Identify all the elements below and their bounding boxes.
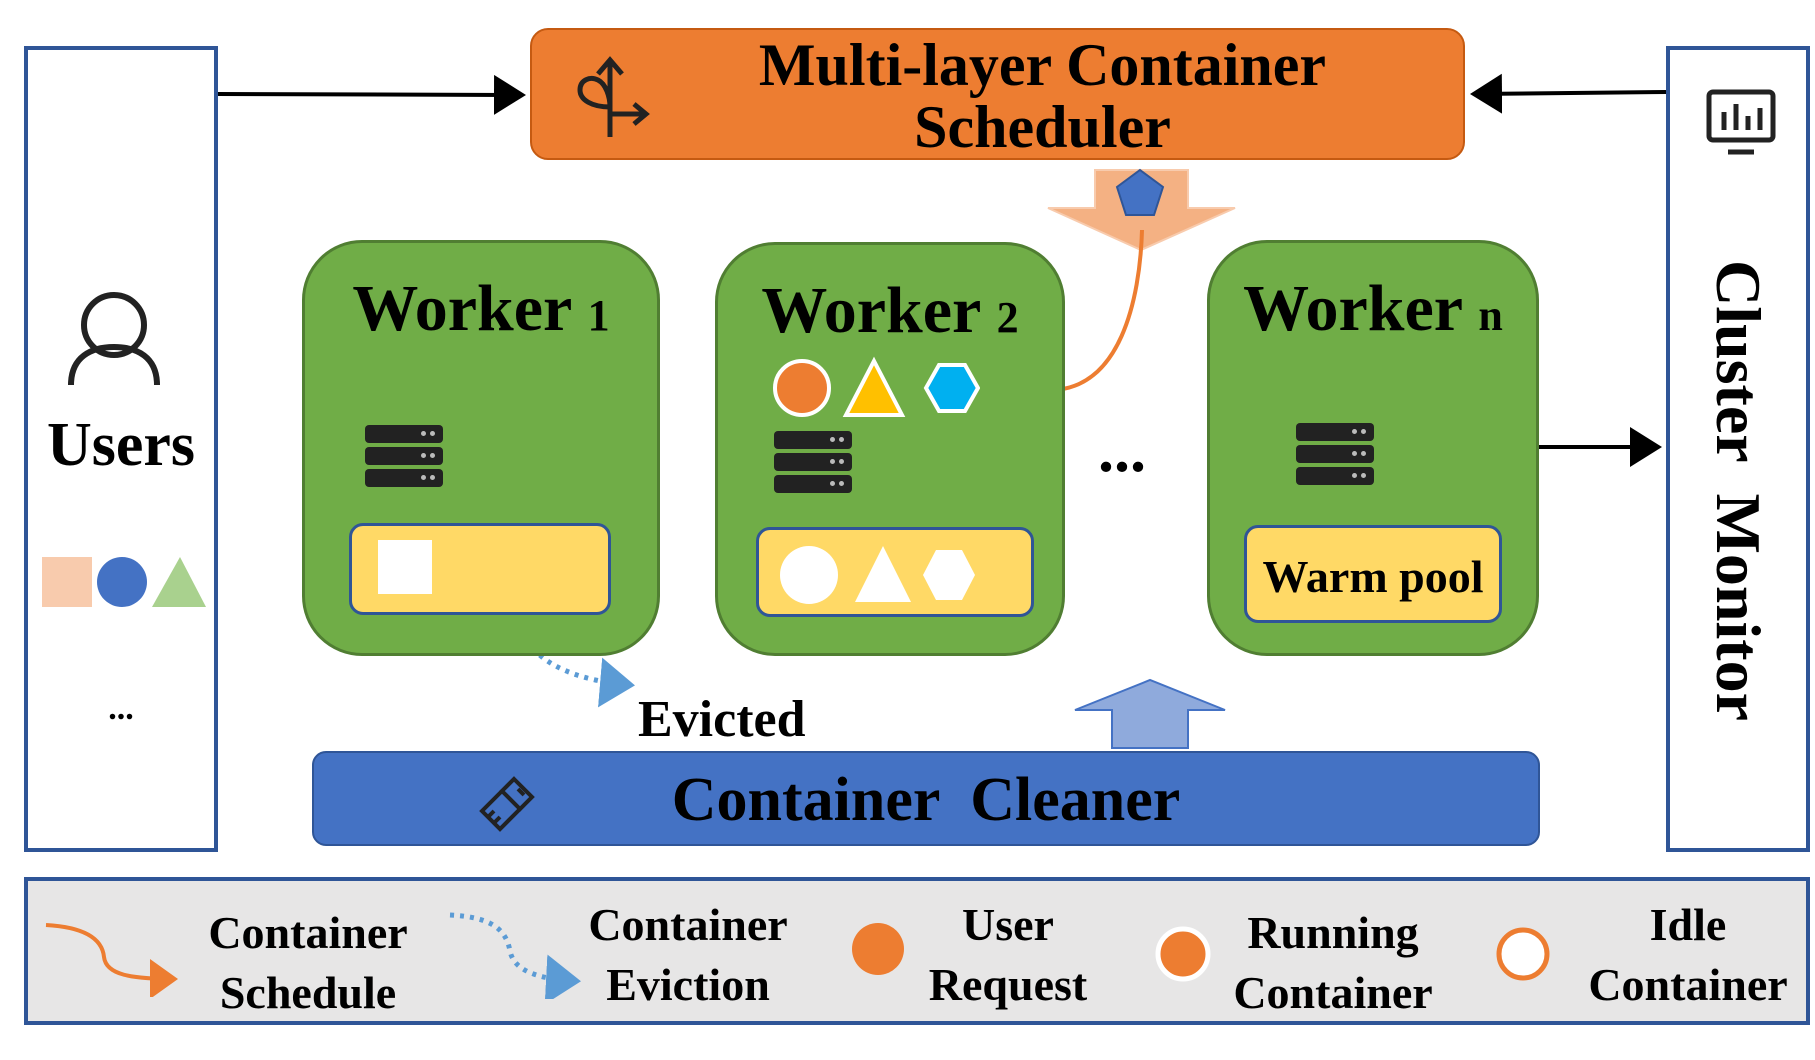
container-scheduler: Multi-layer Container Scheduler	[530, 28, 1465, 160]
legend-schedule-label: Container Schedule	[208, 907, 408, 1018]
worker-n-name: Worker	[1243, 272, 1462, 345]
worker-2-title: Worker 2	[718, 273, 1062, 349]
circle-request	[97, 557, 147, 607]
evicted-label: Evicted	[638, 691, 806, 748]
legend-idle-circle	[1496, 927, 1550, 981]
cleaner-title: Container Cleaner	[671, 766, 1181, 834]
legend-schedule-curve	[45, 923, 178, 997]
legend-running-circle	[1155, 926, 1211, 982]
users-label: Users	[46, 411, 196, 479]
worker-1-index: 1	[587, 291, 610, 340]
worker-n-title: Worker n	[1210, 271, 1536, 347]
legend-running-label: Running Container	[1233, 907, 1433, 1018]
monitor-to-scheduler-arrow	[1470, 73, 1667, 114]
broom-icon	[479, 776, 535, 832]
container-cleaner: Container Cleaner	[312, 751, 1540, 846]
worker-2-name: Worker	[761, 274, 981, 347]
legend: Container Schedule Container Eviction Us…	[24, 877, 1810, 1025]
idle-circle	[780, 546, 838, 604]
worker-1-name: Worker	[352, 272, 572, 345]
scheduler-title: Multi-layer Container Scheduler	[642, 34, 1443, 158]
warm-pool: Warm pool	[1244, 525, 1502, 623]
split-arrows-icon	[577, 56, 650, 137]
users-more-dots: ...	[108, 690, 134, 727]
running-containers	[773, 356, 980, 417]
worker-n: Worker n Warm pool	[1207, 240, 1539, 656]
evicted-container	[378, 540, 432, 594]
more-workers-dots: ...	[1098, 414, 1146, 485]
worker-1-pool	[349, 523, 611, 615]
scheduler-title-line1: Multi-layer Container	[758, 32, 1327, 98]
running-hexagon	[923, 363, 980, 413]
worker-n-index: n	[1478, 291, 1503, 340]
warm-pool-label: Warm pool	[1262, 551, 1484, 602]
legend-eviction-label: Container Eviction	[588, 899, 788, 1010]
worker-1: Worker 1	[302, 240, 660, 656]
request-pentagon	[1115, 168, 1165, 216]
user-request-shapes	[42, 557, 206, 607]
server-icon	[365, 425, 443, 491]
worker-2: Worker 2	[715, 242, 1065, 656]
user-icon	[68, 292, 160, 386]
running-triangle	[842, 356, 906, 417]
triangle-request	[152, 557, 206, 607]
users-panel: Users ...	[24, 46, 218, 852]
worker-1-title: Worker 1	[305, 271, 657, 347]
legend-user-request-label: User Request	[928, 899, 1088, 1010]
running-circle	[773, 359, 831, 417]
cleaner-up-arrow	[1074, 678, 1226, 749]
legend-idle-label: Idle Container	[1588, 899, 1788, 1010]
monitor-chart-icon	[1706, 89, 1776, 155]
server-icon	[1296, 423, 1374, 489]
cluster-monitor-panel: Cluster Monitor	[1666, 46, 1810, 852]
legend-eviction-curve	[449, 912, 581, 999]
idle-triangle	[855, 546, 911, 602]
server-icon	[774, 431, 852, 497]
users-to-scheduler-arrow	[217, 74, 526, 115]
scheduler-title-line2: Scheduler	[914, 94, 1171, 160]
legend-user-request-circle	[852, 923, 904, 975]
idle-containers	[780, 546, 975, 604]
square-request	[42, 557, 92, 607]
worker-2-pool	[756, 527, 1034, 617]
idle-hexagon	[923, 550, 975, 600]
worker-2-index: 2	[996, 293, 1019, 342]
